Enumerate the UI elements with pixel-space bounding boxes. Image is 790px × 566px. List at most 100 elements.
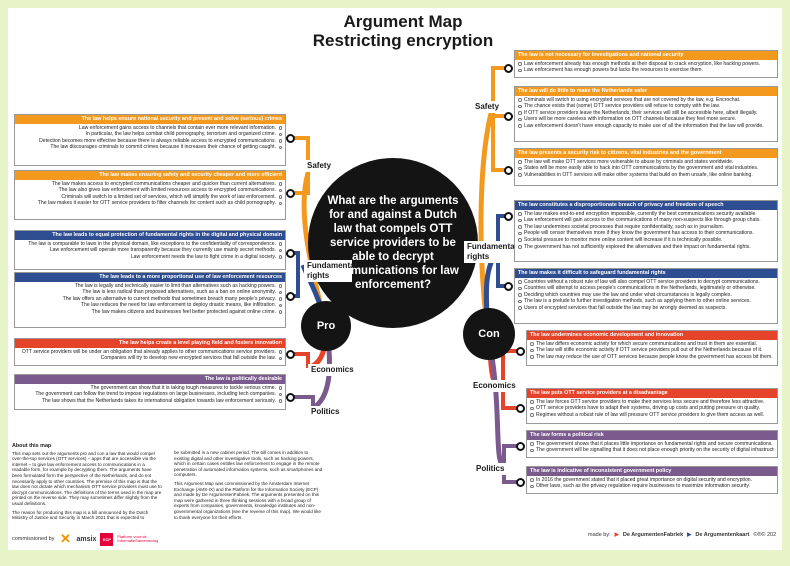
argument-item: The law makes end-to-end encryption impo… <box>518 211 774 218</box>
about-paragraph: The reason for producing this map is a b… <box>12 509 149 521</box>
argument-item: The law is comparable to laws in the phy… <box>18 241 282 248</box>
argument-item: The law undermines societal processes th… <box>518 224 774 231</box>
connector-dot <box>516 347 525 356</box>
argument-item: Detection becomes more effective because… <box>18 138 282 145</box>
argument-item: Regimes without a robust rule of law wil… <box>530 412 774 419</box>
argument-box-title: The law is not necessary for investigati… <box>515 51 777 60</box>
about-paragraph: This Argument Map was commissioned by th… <box>174 480 321 520</box>
argument-box: The law puts OTT service providers at a … <box>526 388 778 424</box>
argument-item: In particular, the law helps combat chil… <box>18 131 282 138</box>
connector-dot <box>286 189 295 198</box>
connector-dot <box>504 212 513 221</box>
argument-item: The government shows that it places litt… <box>530 441 774 448</box>
argument-box: The law presents a security risk to citi… <box>514 148 778 186</box>
argument-box-title: The law forms a political risk <box>527 431 777 440</box>
argument-item: Vulnerabilities in OTT services will mak… <box>518 172 774 179</box>
argument-item: Law enforcement needs the law to fight c… <box>18 254 282 261</box>
argument-box: The law helps ensure national security a… <box>14 114 286 166</box>
argument-box-title: The law makes it difficult to safeguard … <box>515 269 777 278</box>
argument-box-title: The law presents a security risk to citi… <box>515 149 777 158</box>
argument-item: Law enforcement doesn't have enough capa… <box>518 123 774 130</box>
connector-dot <box>286 350 295 359</box>
con-category-fundamental-rights: Fundamental rights <box>464 241 517 263</box>
argument-box: The law helps create a level playing fie… <box>14 338 286 366</box>
argument-item: The law is less radical than proposed al… <box>18 289 282 296</box>
pro-category-politics: Politics <box>308 406 343 418</box>
argument-item: Users of encrypted services that fall ou… <box>518 305 774 312</box>
argument-item: Societal pressure to monitor more online… <box>518 237 774 244</box>
amsix-logo-icon: ✕ <box>60 531 71 546</box>
title-line-1: Argument Map <box>343 12 463 31</box>
argument-item: Users will be more careless with informa… <box>518 116 774 123</box>
argument-box-title: The law undermines economic development … <box>527 331 777 340</box>
con-category-politics: Politics <box>473 463 508 475</box>
connector-dot <box>504 112 513 121</box>
kaart-name: De Argumentenkaart <box>695 532 750 538</box>
argument-item: The law makes access to encrypted commun… <box>18 181 282 188</box>
argument-item: The law discourages criminals to commit … <box>18 144 282 151</box>
argument-item: Law enforcement has enough powers but la… <box>518 67 774 74</box>
argument-item: The law differs economic activity for wh… <box>530 341 774 348</box>
argument-box: The law leads to a more proportional use… <box>14 272 286 328</box>
argument-box: The law is not necessary for investigati… <box>514 50 778 78</box>
argument-box: The law undermines economic development … <box>526 330 778 366</box>
argument-box: The law forms a political risk The gover… <box>526 430 778 458</box>
argument-item: The law also gives law enforcement with … <box>18 187 282 194</box>
argument-item: OTT service providers will be under an o… <box>18 349 282 356</box>
argument-item: The chance exists that (some) OTT servic… <box>518 103 774 110</box>
argument-box-title: The law leads to equal protection of fun… <box>15 231 285 240</box>
argument-box-title: The law puts OTT service providers at a … <box>527 389 777 398</box>
argument-item: The law offers an alternative to current… <box>18 296 282 303</box>
argument-item: The law makes citizens and businesses fe… <box>18 309 282 316</box>
argument-box: The law makes ensuring safety and securi… <box>14 170 286 220</box>
connector-dot <box>286 292 295 301</box>
argument-item: Deciding which countries may use the law… <box>518 292 774 299</box>
argument-item: Law enforcement already has enough metho… <box>518 61 774 68</box>
argument-item: The government can follow the trend to i… <box>18 391 282 398</box>
argument-box: The law constitutes a disproportionate b… <box>514 200 778 262</box>
footer-commissioners: commissioned by ✕ amsix ECP Platform voo… <box>12 531 158 546</box>
argument-item: Law enforcement will operate more transp… <box>18 247 282 254</box>
argument-item: Law enforcement will gain access to the … <box>518 217 774 224</box>
connector-dot <box>516 404 525 413</box>
kaart-logo-icon: ▶ <box>687 532 692 538</box>
central-question: What are the arguments for and against a… <box>308 158 478 328</box>
argument-item: The law shows that the Netherlands takes… <box>18 398 282 405</box>
argument-item: The government can show that it is takin… <box>18 385 282 392</box>
argument-item: The law reduces the need for law enforce… <box>18 302 282 309</box>
connector-dot <box>504 282 513 291</box>
ecp-logo-text: ECP <box>102 536 111 542</box>
argument-item: States will be more easily able to hack … <box>518 165 774 172</box>
argument-item: The law will stifle economic activity if… <box>530 347 774 354</box>
argument-item: The government has not sufficiently expl… <box>518 244 774 251</box>
pro-node: Pro <box>301 301 351 351</box>
connector-dot <box>504 64 513 73</box>
argument-item: Companies will try to develop new encryp… <box>18 355 282 362</box>
pro-category-safety: Safety <box>304 160 335 172</box>
argument-item: The law will make OTT services more vuln… <box>518 159 774 166</box>
ecp-logo-icon: ECP <box>100 532 114 546</box>
page-title: Argument Map Restricting encryption <box>288 12 518 50</box>
argument-item: OTT service providers have to adapt thei… <box>530 405 774 412</box>
argument-box-title: The law constitutes a disproportionate b… <box>515 201 777 210</box>
argument-item: In 2016 the government stated that it pl… <box>530 477 774 484</box>
about-paragraph: be submitted in a new cabinet period. Th… <box>174 450 323 478</box>
footer-makers: made by: ▶ De ArgumentenFabriek ▶ De Arg… <box>588 532 776 538</box>
made-by-label: made by: <box>588 532 611 538</box>
connector-dot <box>286 249 295 258</box>
argument-item: The law may reduce the use of OTT servic… <box>530 354 774 361</box>
argument-item: Criminals will switch to using encrypted… <box>518 97 774 104</box>
argument-box-title: The law helps create a level playing fie… <box>15 339 285 348</box>
con-category-economics: Economics <box>470 380 519 392</box>
connector-dot <box>516 442 525 451</box>
argument-box-title: The law leads to a more proportional use… <box>15 273 285 282</box>
con-category-safety: Safety <box>472 101 503 113</box>
about-column-2: be submitted in a new cabinet period. Th… <box>174 450 324 523</box>
argument-item: People will censor themselves more if th… <box>518 230 774 237</box>
argument-box-title: The law will do little to make the Nethe… <box>515 87 777 96</box>
argument-box: The law is politically desirable The gov… <box>14 374 286 410</box>
argument-item: The government will be signalling that i… <box>530 447 774 454</box>
argument-box-title: The law is politically desirable <box>15 375 285 384</box>
connector-dot <box>504 166 513 175</box>
pro-category-fundamental-rights: Fundamental rights <box>304 260 357 282</box>
